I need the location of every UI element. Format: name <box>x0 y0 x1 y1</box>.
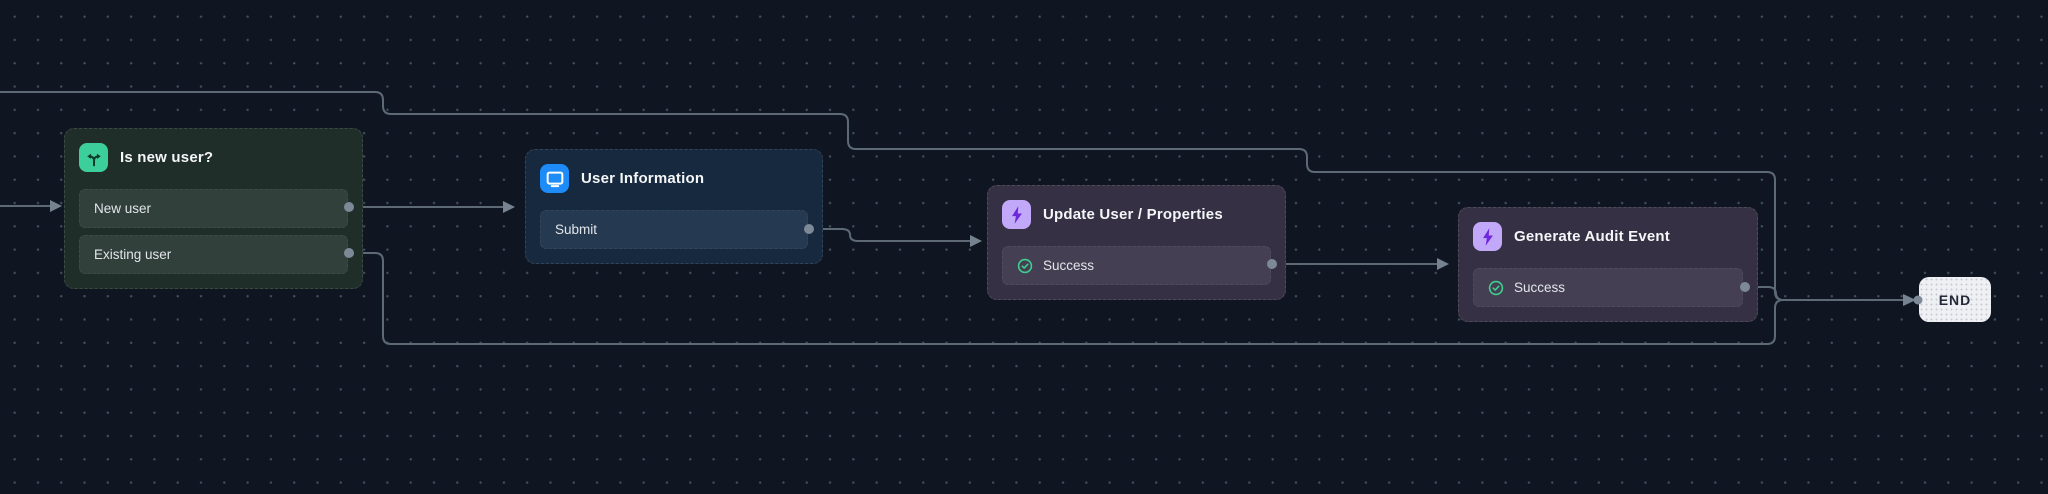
output-label: Existing user <box>94 247 172 262</box>
end-node[interactable]: END <box>1919 277 1991 322</box>
node-header: Generate Audit Event <box>1473 222 1743 251</box>
node-title: Is new user? <box>120 149 214 166</box>
check-circle-icon <box>1488 280 1504 296</box>
arrowhead-form-input <box>503 201 515 213</box>
arrowhead-end-input <box>1903 294 1916 306</box>
edge-submit-to-update[interactable] <box>809 228 970 242</box>
arrowhead-update-input <box>970 235 982 247</box>
node-update-user-properties[interactable]: Update User / Properties Success <box>987 185 1286 300</box>
node-header: Is new user? <box>79 143 348 172</box>
node-is-new-user[interactable]: Is new user? New user Existing user <box>64 128 363 289</box>
output-label: Submit <box>555 222 598 237</box>
output-row-success[interactable]: Success <box>1002 246 1271 285</box>
node-header: Update User / Properties <box>1002 200 1271 229</box>
output-row-submit[interactable]: Submit <box>540 210 808 249</box>
arrowhead-audit-input <box>1437 258 1449 270</box>
bolt-icon <box>1473 222 1502 251</box>
monitor-icon <box>540 164 569 193</box>
node-title: Generate Audit Event <box>1514 228 1670 245</box>
output-row-success[interactable]: Success <box>1473 268 1743 307</box>
output-label: Success <box>1043 258 1095 273</box>
arrowhead-incoming-branch <box>50 200 62 212</box>
output-label: Success <box>1514 280 1566 295</box>
branch-icon <box>79 143 108 172</box>
node-user-information[interactable]: User Information Submit <box>525 149 823 264</box>
output-label: New user <box>94 201 152 216</box>
check-circle-icon <box>1017 258 1033 274</box>
node-title: User Information <box>581 170 705 187</box>
output-row-existing-user[interactable]: Existing user <box>79 235 348 274</box>
node-title: Update User / Properties <box>1043 206 1223 223</box>
output-row-new-user[interactable]: New user <box>79 189 348 228</box>
bolt-icon <box>1002 200 1031 229</box>
node-generate-audit-event[interactable]: Generate Audit Event Success <box>1458 207 1758 322</box>
end-node-label: END <box>1938 291 1972 308</box>
node-header: User Information <box>540 164 808 193</box>
